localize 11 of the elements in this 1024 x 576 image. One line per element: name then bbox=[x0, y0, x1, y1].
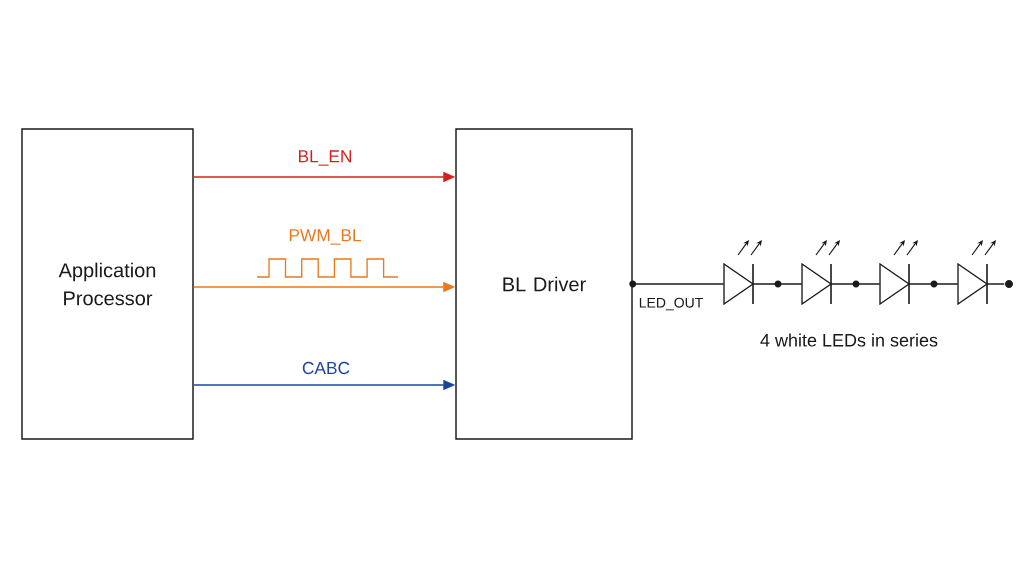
edge-label: PWM_BL bbox=[289, 229, 362, 245]
led-symbol bbox=[957, 240, 996, 306]
led-symbol bbox=[723, 240, 762, 306]
process-box: Application Processor bbox=[21, 128, 194, 440]
edge-label: LED_OUT bbox=[639, 297, 703, 311]
edge-label: BL_EN bbox=[298, 150, 352, 166]
process-box: BL Driver bbox=[455, 128, 633, 440]
edge-label: CABC bbox=[302, 361, 350, 375]
led-symbol bbox=[879, 240, 918, 306]
caption-text: 4 white LEDs in series bbox=[760, 333, 938, 347]
led-symbol bbox=[801, 240, 840, 306]
